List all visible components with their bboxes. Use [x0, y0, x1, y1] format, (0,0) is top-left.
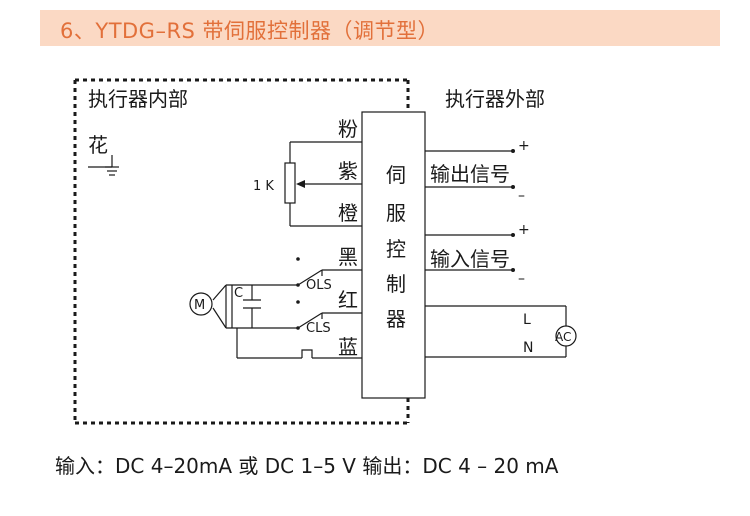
- ac-source-icon: [555, 325, 577, 347]
- signal-terminals: [511, 149, 515, 272]
- l-label: L: [523, 312, 531, 328]
- ac-label: AC: [555, 330, 571, 344]
- svg-text:制: 制: [386, 272, 406, 296]
- ground-label: 花: [88, 133, 108, 157]
- output-plus: +: [518, 138, 530, 154]
- svg-text:服: 服: [386, 201, 406, 225]
- actuator-boundary: [73, 78, 410, 425]
- servo-controller-label: 伺 服 控 制 器: [386, 163, 406, 331]
- motor-label: M: [194, 298, 205, 313]
- n-label: N: [523, 340, 533, 356]
- spec-line: 输入：DC 4–20mA 或 DC 1–5 V 输出：DC 4 – 20 mA: [55, 454, 559, 478]
- input-plus: +: [518, 222, 530, 238]
- capacitor-label: C: [234, 286, 243, 301]
- wire-label-purple: 紫: [338, 159, 358, 183]
- motor-icon: [189, 292, 213, 316]
- wire-label-orange: 橙: [338, 201, 358, 225]
- potentiometer-wiring: [284, 141, 362, 227]
- output-signal-label: 输出信号: [430, 162, 510, 186]
- cls-label: CLS: [306, 321, 331, 336]
- ols-label: OLS: [306, 278, 332, 293]
- ac-supply-wiring: [425, 305, 567, 358]
- potentiometer-label: 1 K: [253, 179, 274, 194]
- wiper-arrow-icon: [296, 180, 305, 188]
- ground-icon: [88, 155, 119, 176]
- wire-label-black: 黑: [338, 245, 358, 269]
- output-minus: –: [518, 188, 525, 204]
- svg-text:控: 控: [386, 237, 406, 261]
- header-bar: [40, 10, 720, 46]
- wire-label-pink: 粉: [338, 117, 358, 141]
- wire-label-red: 红: [338, 288, 358, 312]
- input-signal-label: 输入信号: [430, 247, 510, 271]
- svg-text:器: 器: [386, 307, 406, 331]
- switch-contacts: [296, 257, 300, 330]
- servo-controller-box: [361, 111, 426, 399]
- svg-text:伺: 伺: [386, 163, 406, 187]
- motor-wiring: [212, 269, 362, 359]
- inner-label: 执行器内部: [88, 87, 188, 111]
- page-title: 6、YTDG–RS 带伺服控制器（调节型）: [60, 19, 440, 43]
- input-minus: –: [518, 271, 525, 287]
- wire-label-blue: 蓝: [338, 335, 358, 359]
- outer-label: 执行器外部: [445, 87, 545, 111]
- signal-lines: [425, 150, 512, 271]
